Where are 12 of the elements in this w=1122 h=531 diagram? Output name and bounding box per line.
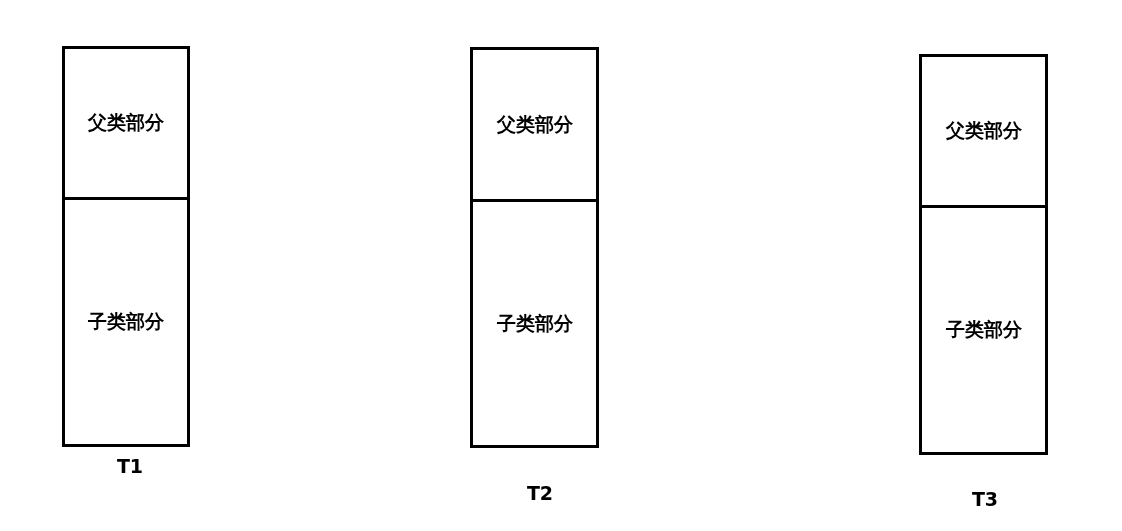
upper-section: 父类部分 [922,57,1045,208]
box-caption: T2 [526,482,554,504]
stacked-box [470,47,599,448]
stacked-box [62,46,190,447]
box-caption: T3 [971,488,999,510]
stacked-box [919,54,1048,455]
lower-section: 子类部分 [473,202,596,445]
lower-section: 子类部分 [922,208,1045,452]
upper-section: 父类部分 [473,50,596,202]
upper-section: 父类部分 [65,49,187,200]
box-caption: T1 [116,455,144,477]
lower-section: 子类部分 [65,200,187,444]
